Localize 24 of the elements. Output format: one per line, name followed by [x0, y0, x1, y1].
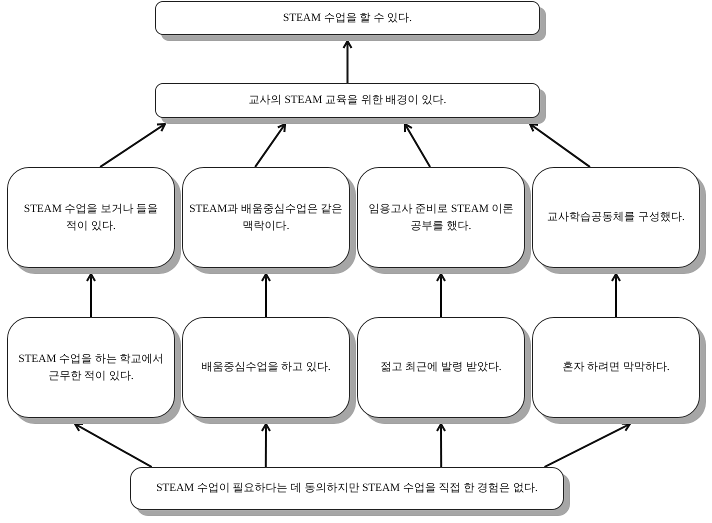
arrow — [342, 40, 352, 83]
statement-box: STEAM 수업을 보거나 들을 적이 있다. — [7, 167, 181, 274]
arrow — [436, 423, 446, 467]
arrow — [100, 123, 166, 168]
statement-box: 젊고 최근에 발령 받았다. — [357, 317, 531, 424]
statement-box: 교사의 STEAM 교육을 위한 배경이 있다. — [155, 83, 546, 124]
arrow — [436, 273, 446, 317]
arrow — [74, 422, 152, 468]
arrow — [404, 123, 431, 168]
statement-box: STEAM 수업을 할 수 있다. — [155, 1, 546, 41]
statement-box: 교사학습공동체를 구성했다. — [532, 167, 706, 274]
arrow — [254, 123, 286, 168]
statement-box: STEAM 수업을 하는 학교에서 근무한 적이 있다. — [7, 317, 181, 424]
arrow — [261, 273, 271, 317]
arrow — [544, 422, 631, 468]
arrow — [529, 123, 591, 168]
statement-box: 혼자 하려면 막막하다. — [532, 317, 706, 424]
statement-box: 임용고사 준비로 STEAM 이론 공부를 했다. — [357, 167, 531, 274]
statement-box: STEAM 수업이 필요하다는 데 동의하지만 STEAM 수업을 직접 한 경험은 없다. — [130, 467, 570, 516]
arrow — [260, 423, 271, 467]
arrow — [86, 273, 96, 317]
arrow — [611, 273, 621, 317]
statement-box: 배움중심수업을 하고 있다. — [182, 317, 356, 424]
statement-box: STEAM과 배움중심수업은 같은 맥락이다. — [182, 167, 356, 274]
